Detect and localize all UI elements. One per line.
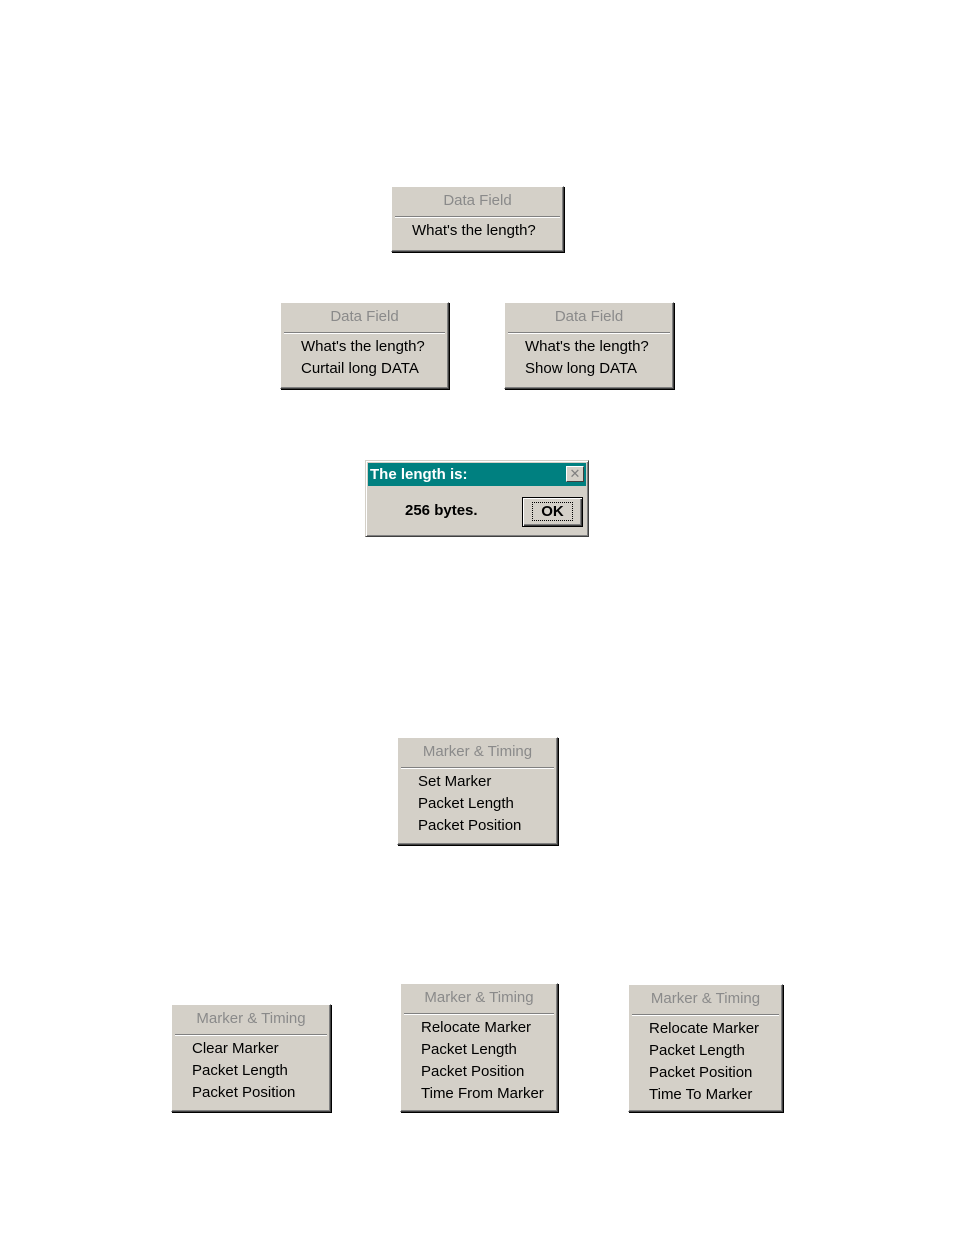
menu-item-packet-length[interactable]: Packet Length bbox=[418, 795, 514, 812]
menu-item-whats-the-length[interactable]: What's the length? bbox=[412, 222, 536, 239]
menu-title: Marker & Timing bbox=[404, 984, 554, 1014]
menu-item-relocate-marker[interactable]: Relocate Marker bbox=[649, 1020, 760, 1037]
menu-title: Data Field bbox=[395, 187, 560, 217]
dialog-title: The length is: bbox=[370, 466, 468, 483]
ok-button[interactable]: OK bbox=[522, 497, 583, 527]
menu-item-packet-length[interactable]: Packet Length bbox=[421, 1041, 517, 1058]
menu-item-packet-position[interactable]: Packet Position bbox=[192, 1084, 296, 1101]
menu-item-packet-length[interactable]: Packet Length bbox=[649, 1042, 745, 1059]
ok-button-label: OK bbox=[532, 502, 573, 521]
menu-item-set-marker[interactable]: Set Marker bbox=[418, 773, 492, 790]
menu-title: Data Field bbox=[284, 303, 445, 333]
dialog-titlebar[interactable]: The length is: ✕ bbox=[368, 463, 586, 486]
menu-title: Marker & Timing bbox=[175, 1005, 327, 1035]
dialog-message: 256 bytes. bbox=[405, 502, 478, 519]
data-field-menu-2: Data Field What's the length? Curtail lo… bbox=[280, 302, 449, 389]
menu-item-curtail-long-data[interactable]: Curtail long DATA bbox=[301, 360, 419, 377]
menu-item-time-to-marker[interactable]: Time To Marker bbox=[649, 1086, 753, 1103]
menu-item-packet-position[interactable]: Packet Position bbox=[649, 1064, 753, 1081]
menu-item-packet-length[interactable]: Packet Length bbox=[192, 1062, 288, 1079]
menu-title: Marker & Timing bbox=[401, 738, 554, 768]
close-icon: ✕ bbox=[569, 466, 581, 481]
menu-item-whats-the-length[interactable]: What's the length? bbox=[301, 338, 425, 355]
menu-item-clear-marker[interactable]: Clear Marker bbox=[192, 1040, 279, 1057]
marker-timing-menu-1: Marker & Timing Set Marker Packet Length… bbox=[397, 737, 558, 845]
menu-item-show-long-data[interactable]: Show long DATA bbox=[525, 360, 637, 377]
menu-title: Data Field bbox=[508, 303, 670, 333]
marker-timing-menu-2: Marker & Timing Clear Marker Packet Leng… bbox=[171, 1004, 331, 1112]
menu-item-time-from-marker[interactable]: Time From Marker bbox=[421, 1085, 544, 1102]
menu-title: Marker & Timing bbox=[632, 985, 779, 1015]
data-field-menu-1: Data Field What's the length? bbox=[391, 186, 564, 252]
length-dialog: The length is: ✕ 256 bytes. OK bbox=[365, 460, 589, 537]
menu-item-packet-position[interactable]: Packet Position bbox=[421, 1063, 525, 1080]
menu-item-packet-position[interactable]: Packet Position bbox=[418, 817, 522, 834]
data-field-menu-3: Data Field What's the length? Show long … bbox=[504, 302, 674, 389]
menu-item-whats-the-length[interactable]: What's the length? bbox=[525, 338, 649, 355]
marker-timing-menu-3: Marker & Timing Relocate Marker Packet L… bbox=[400, 983, 558, 1112]
marker-timing-menu-4: Marker & Timing Relocate Marker Packet L… bbox=[628, 984, 783, 1112]
close-button[interactable]: ✕ bbox=[566, 466, 584, 482]
menu-item-relocate-marker[interactable]: Relocate Marker bbox=[421, 1019, 532, 1036]
